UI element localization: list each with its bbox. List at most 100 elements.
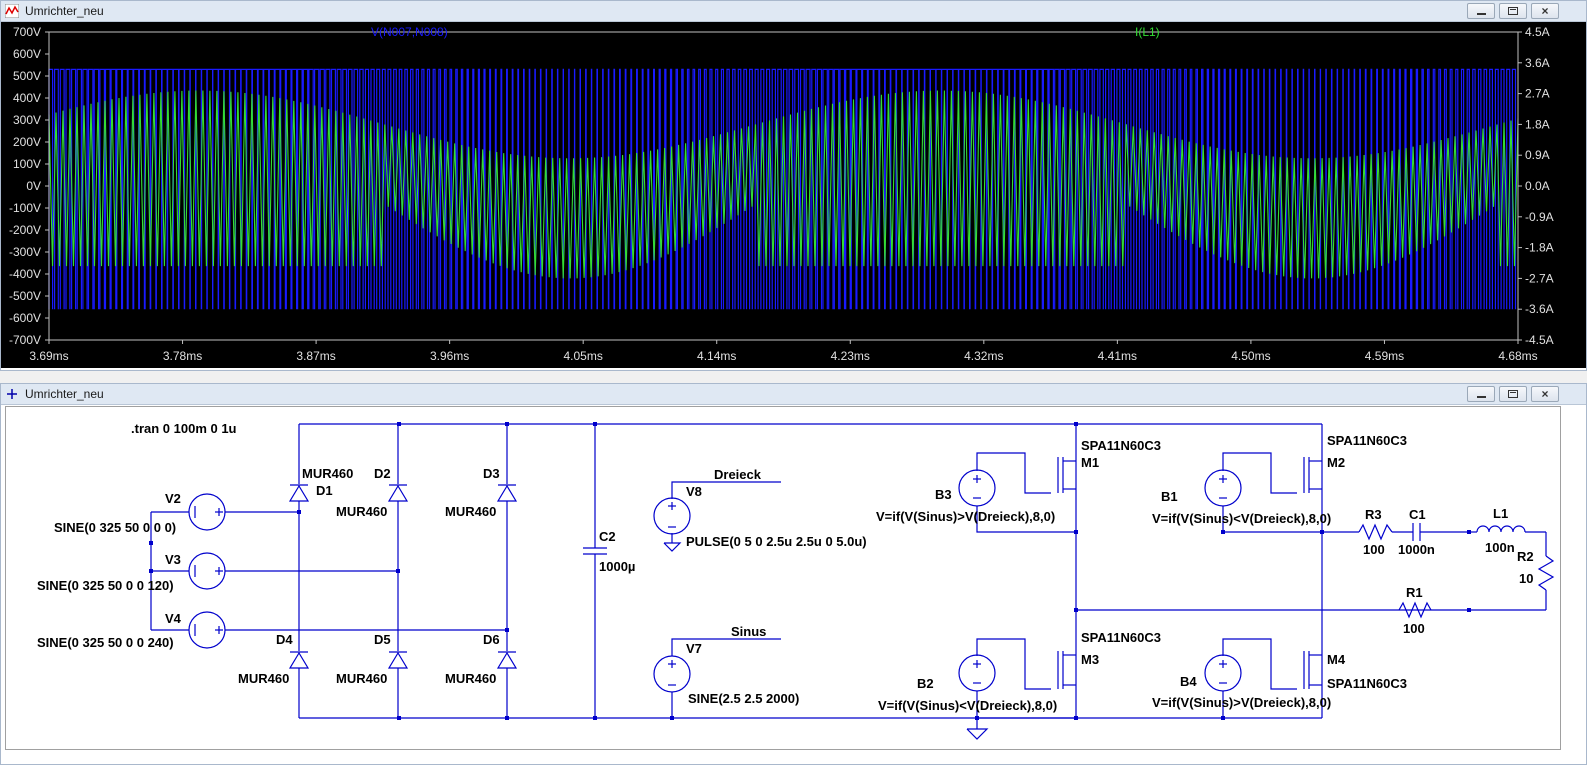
close-icon: × (1541, 387, 1549, 401)
y-right-tick-label: -0.9A (1525, 210, 1554, 224)
close-icon: × (1541, 4, 1549, 18)
y-left-tick-label: -500V (9, 289, 41, 303)
y-right-tick-label: -1.8A (1525, 241, 1554, 255)
r3-value[interactable]: 100 (1363, 542, 1385, 557)
waveform-titlebar[interactable]: Umrichter_neu × (1, 1, 1586, 22)
d6-model[interactable]: MUR460 (445, 671, 496, 686)
l1-value[interactable]: 100n (1485, 540, 1515, 555)
schematic-app-icon (7, 389, 17, 399)
maximize-button[interactable] (1499, 386, 1527, 402)
y-left-tick-label: -400V (9, 267, 41, 281)
v4-value[interactable]: SINE(0 325 50 0 0 240) (37, 635, 174, 650)
schematic-window-title: Umrichter_neu (25, 387, 104, 401)
r3-ref[interactable]: R3 (1365, 507, 1382, 522)
m4-ref[interactable]: M4 (1327, 652, 1346, 667)
c2-value[interactable]: 1000µ (599, 559, 635, 574)
y-left-tick-label: 0V (26, 179, 41, 193)
m1-ref[interactable]: M1 (1081, 455, 1099, 470)
v2-value[interactable]: SINE(0 325 50 0 0 0) (54, 520, 176, 535)
y-right-tick-label: -2.7A (1525, 271, 1554, 285)
d3-ref[interactable]: D3 (483, 466, 500, 481)
tran-directive[interactable]: .tran 0 100m 0 1u (131, 421, 237, 436)
r1-value[interactable]: 100 (1403, 621, 1425, 636)
v2-ref[interactable]: V2 (165, 491, 181, 506)
x-tick-label: 4.14ms (697, 349, 736, 363)
v3-value[interactable]: SINE(0 325 50 0 0 120) (37, 578, 174, 593)
net-dreieck[interactable]: Dreieck (714, 467, 762, 482)
x-tick-label: 3.96ms (430, 349, 469, 363)
m2-ref[interactable]: M2 (1327, 455, 1345, 470)
schematic-canvas[interactable]: .tran 0 100m 0 1u V2 SINE(0 325 50 0 0 0… (5, 406, 1561, 750)
v8-value[interactable]: PULSE(0 5 0 2.5u 2.5u 0 5.0u) (686, 534, 867, 549)
y-left-tick-label: 500V (13, 69, 41, 83)
d5-model[interactable]: MUR460 (336, 671, 387, 686)
x-tick-label: 3.69ms (29, 349, 68, 363)
minimize-button[interactable] (1467, 386, 1495, 402)
c1-value[interactable]: 1000n (1398, 542, 1435, 557)
b1-ref[interactable]: B1 (1161, 489, 1178, 504)
d4-ref[interactable]: D4 (276, 632, 293, 647)
x-tick-label: 4.59ms (1365, 349, 1404, 363)
schematic-drawing[interactable]: .tran 0 100m 0 1u V2 SINE(0 325 50 0 0 0… (6, 407, 1560, 749)
m3-ref[interactable]: M3 (1081, 652, 1099, 667)
x-tick-label: 3.78ms (163, 349, 202, 363)
series-label-current[interactable]: I(L1) (1135, 25, 1160, 39)
d4-model[interactable]: MUR460 (238, 671, 289, 686)
c2-ref[interactable]: C2 (599, 529, 616, 544)
b3-expr[interactable]: V=if(V(Sinus)>V(Dreieck),8,0) (876, 509, 1055, 524)
maximize-button[interactable] (1499, 3, 1527, 19)
waveform-app-icon (5, 4, 19, 18)
schematic-titlebar[interactable]: Umrichter_neu × (1, 384, 1586, 405)
close-button[interactable]: × (1531, 3, 1559, 19)
v7-value[interactable]: SINE(2.5 2.5 2000) (688, 691, 799, 706)
d6-ref[interactable]: D6 (483, 632, 500, 647)
d2-ref[interactable]: D2 (374, 466, 391, 481)
r2-ref[interactable]: R2 (1517, 549, 1534, 564)
b4-expr[interactable]: V=if(V(Sinus)>V(Dreieck),8,0) (1152, 695, 1331, 710)
minimize-button[interactable] (1467, 3, 1495, 19)
b1-expr[interactable]: V=if(V(Sinus)<V(Dreieck),8,0) (1152, 511, 1331, 526)
x-tick-label: 4.50ms (1231, 349, 1270, 363)
d3-model[interactable]: MUR460 (445, 504, 496, 519)
d1-model[interactable]: MUR460 (302, 466, 353, 481)
m1-model[interactable]: SPA11N60C3 (1081, 438, 1161, 453)
x-tick-label: 3.87ms (296, 349, 335, 363)
d5-ref[interactable]: D5 (374, 632, 391, 647)
y-left-tick-label: -700V (9, 333, 41, 347)
v8-ref[interactable]: V8 (686, 484, 702, 499)
b2-ref[interactable]: B2 (917, 676, 934, 691)
d2-model[interactable]: MUR460 (336, 504, 387, 519)
v3-ref[interactable]: V3 (165, 552, 181, 567)
y-right-tick-label: 3.6A (1525, 56, 1550, 70)
b4-ref[interactable]: B4 (1180, 674, 1197, 689)
x-tick-label: 4.23ms (831, 349, 870, 363)
r2-value[interactable]: 10 (1519, 571, 1533, 586)
m2-model[interactable]: SPA11N60C3 (1327, 433, 1407, 448)
m3-model[interactable]: SPA11N60C3 (1081, 630, 1161, 645)
v4-ref[interactable]: V4 (165, 611, 182, 626)
y-right-tick-label: 4.5A (1525, 25, 1550, 39)
l1-ref[interactable]: L1 (1493, 506, 1508, 521)
series-label-voltage[interactable]: V(N007,N008) (371, 25, 448, 39)
b3-ref[interactable]: B3 (935, 487, 952, 502)
v7-ref[interactable]: V7 (686, 641, 702, 656)
maximize-icon (1508, 7, 1518, 15)
x-tick-label: 4.68ms (1498, 349, 1537, 363)
d1-ref[interactable]: D1 (316, 483, 333, 498)
y-left-tick-label: -200V (9, 223, 41, 237)
waveform-chart[interactable]: 700V600V500V400V300V200V100V0V-100V-200V… (1, 22, 1586, 368)
waveform-window-title: Umrichter_neu (25, 4, 104, 18)
maximize-icon (1508, 390, 1518, 398)
x-tick-label: 4.32ms (964, 349, 1003, 363)
y-left-tick-label: -100V (9, 201, 41, 215)
minimize-icon (1477, 13, 1486, 15)
c1-ref[interactable]: C1 (1409, 507, 1426, 522)
m4-model[interactable]: SPA11N60C3 (1327, 676, 1407, 691)
net-sinus[interactable]: Sinus (731, 624, 766, 639)
minimize-icon (1477, 396, 1486, 398)
x-tick-label: 4.41ms (1098, 349, 1137, 363)
b2-expr[interactable]: V=if(V(Sinus)<V(Dreieck),8,0) (878, 698, 1057, 713)
close-button[interactable]: × (1531, 386, 1559, 402)
r1-ref[interactable]: R1 (1406, 585, 1423, 600)
